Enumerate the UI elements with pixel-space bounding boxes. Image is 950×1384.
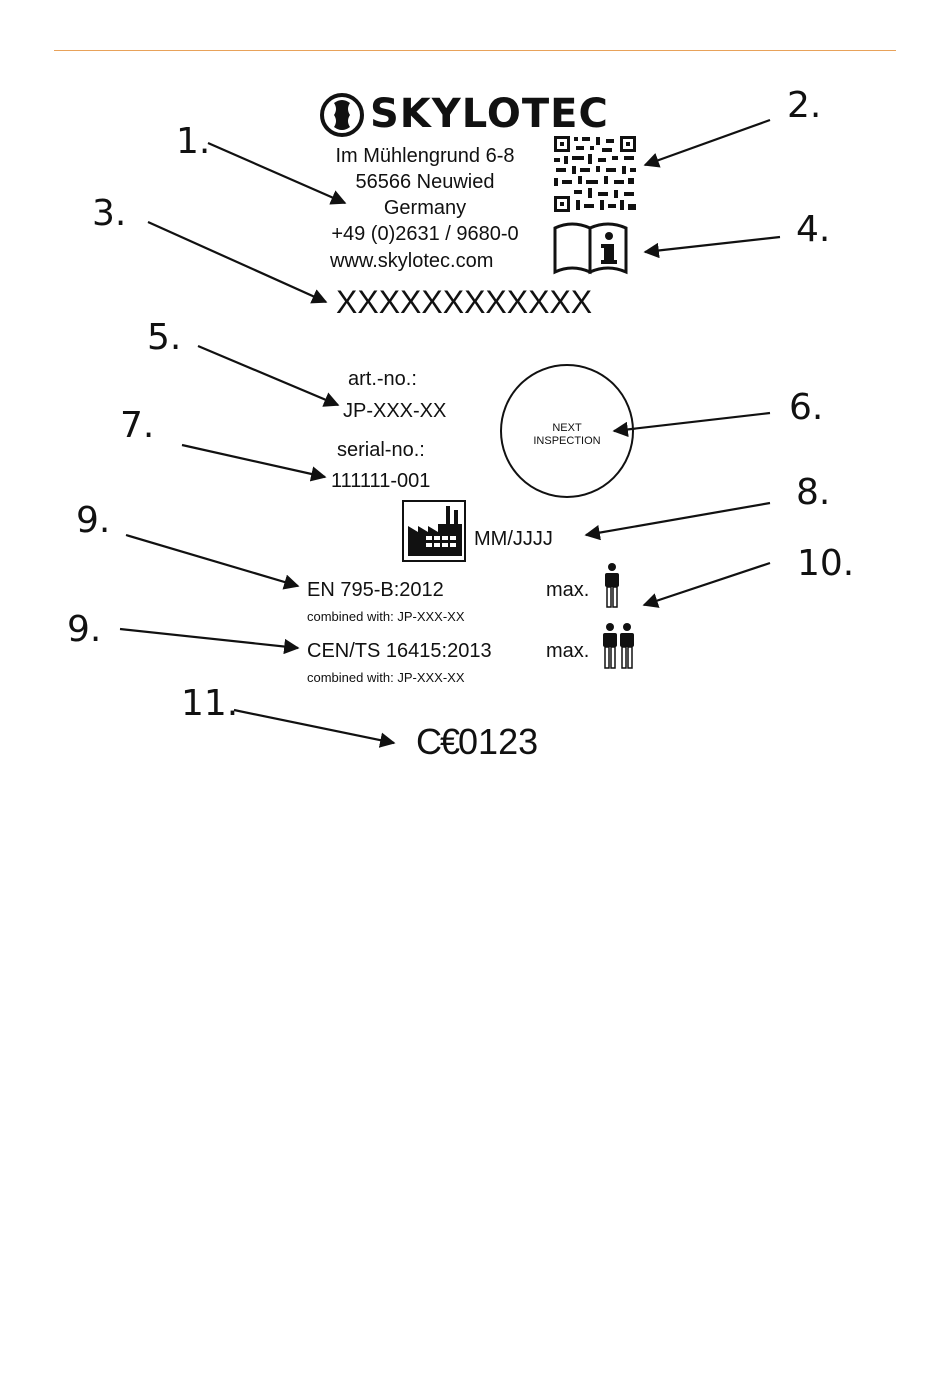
- callout-11: 11.: [181, 683, 239, 724]
- callout-4: 4.: [796, 209, 831, 250]
- address-country: Germany: [383, 197, 467, 219]
- standard-1-combined: combined with: JP-XXX-XX: [307, 609, 465, 624]
- arrow-8: [584, 501, 771, 541]
- inspection-line1: NEXT: [552, 422, 582, 434]
- arrow-4: [643, 235, 781, 259]
- standard-2-name: CEN/TS 16415:2013: [307, 640, 492, 662]
- callout-2: 2.: [787, 85, 822, 126]
- article-label: art.-no.:: [348, 368, 417, 390]
- factory-icon: [402, 500, 466, 562]
- article-number: JP-XXX-XX: [343, 400, 447, 422]
- arrow-11: [233, 708, 396, 748]
- arrow-9a: [125, 533, 300, 590]
- callout-6: 6.: [789, 387, 824, 428]
- address-web: www.skylotec.com: [330, 250, 494, 272]
- callout-1: 1.: [176, 121, 211, 162]
- ce-notified-body-number: 0123: [458, 721, 539, 762]
- address-street: Im Mühlengrund 6-8: [335, 145, 515, 167]
- arrow-6: [612, 411, 771, 438]
- two-persons-icon: [603, 623, 634, 669]
- callout-10: 10.: [797, 543, 855, 584]
- address-phone: +49 (0)2631 / 9680-0: [331, 223, 519, 245]
- callout-3: 3.: [92, 193, 127, 234]
- standard-1-name: EN 795-B:2012: [307, 579, 444, 601]
- arrow-1: [207, 141, 347, 205]
- arrow-3: [147, 220, 328, 304]
- person-icon: [605, 563, 619, 608]
- arrow-2: [643, 118, 771, 168]
- product-name: XXXXXXXXXXXX: [336, 284, 593, 320]
- callout-9b: 9.: [67, 609, 102, 650]
- address-block: Im Mühlengrund 6-8 56566 Neuwied Germany…: [300, 143, 550, 247]
- header-rule: [54, 50, 896, 51]
- arrow-7: [181, 443, 327, 482]
- serial-label: serial-no.:: [337, 439, 425, 461]
- callout-5: 5.: [147, 317, 182, 358]
- callout-8: 8.: [796, 472, 831, 513]
- qr-code-icon: [552, 134, 638, 214]
- arrow-9b: [119, 627, 300, 655]
- next-inspection-circle: NEXT INSPECTION: [500, 364, 634, 498]
- callout-7: 7.: [120, 405, 155, 446]
- standard-2-combined: combined with: JP-XXX-XX: [307, 670, 465, 685]
- arrow-10: [642, 561, 771, 608]
- address-city: 56566 Neuwied: [355, 171, 495, 193]
- ce-mark: C€: [416, 721, 460, 762]
- callout-9a: 9.: [76, 500, 111, 541]
- arrow-5: [197, 344, 340, 407]
- serial-number: 111111-001: [331, 470, 431, 492]
- skylotec-logo-icon: [320, 93, 364, 137]
- ce-marking: C€0123: [416, 724, 538, 760]
- standard-2-max-label: max.: [546, 640, 590, 662]
- standard-1-max-label: max.: [546, 579, 590, 601]
- manual-info-icon: [553, 222, 628, 275]
- manufacture-date: MM/JJJJ: [474, 528, 553, 550]
- inspection-line2: INSPECTION: [533, 435, 601, 447]
- brand-name: SKYLOTEC: [370, 91, 609, 137]
